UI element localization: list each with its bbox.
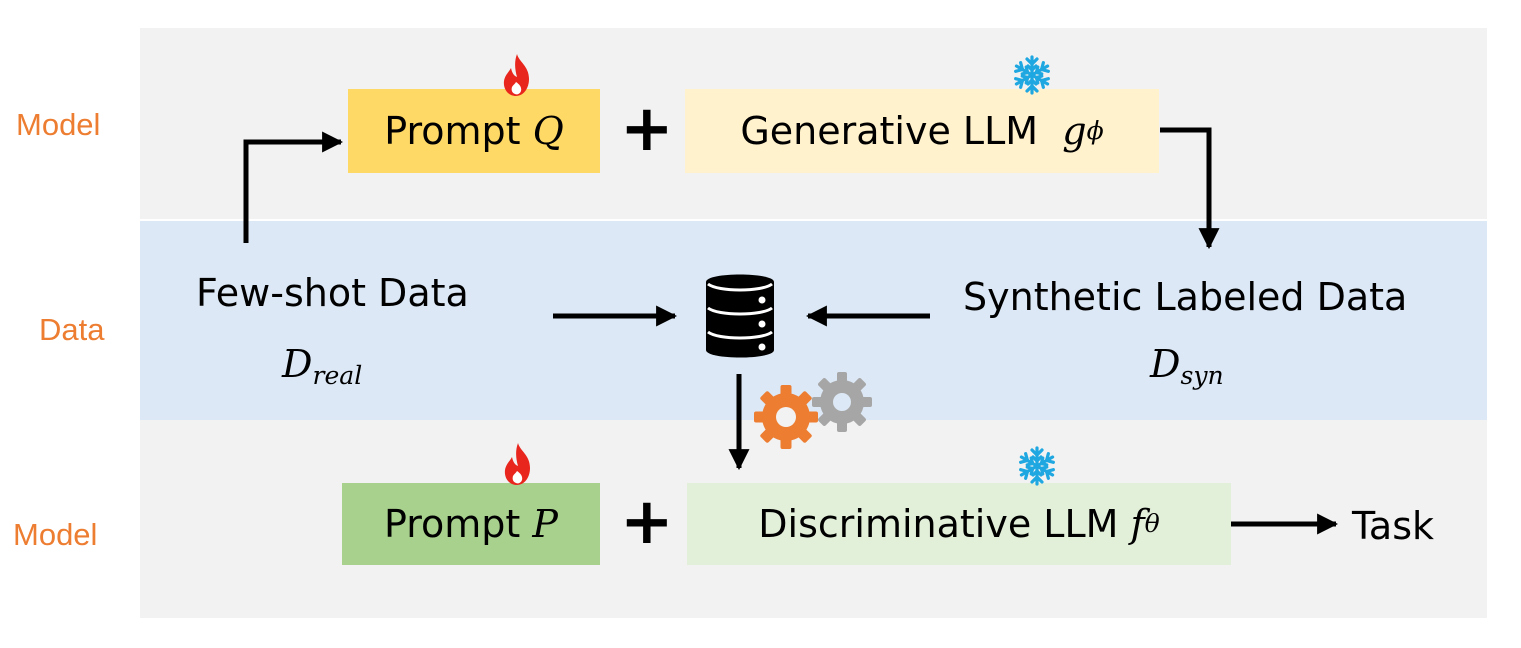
gears-icon xyxy=(754,372,872,449)
discriminative-llm-label: Discriminative LLM xyxy=(758,502,1119,546)
synthetic-data-symbol: Dsyn xyxy=(1150,342,1224,391)
prompt-p-symbol: P xyxy=(532,502,558,546)
snowflake-icon xyxy=(1017,446,1057,486)
plus-sign-bottom: + xyxy=(620,485,674,559)
row-label-data: Data xyxy=(39,312,105,347)
snowflake-icon xyxy=(1012,55,1052,95)
generative-llm-symbol: g xyxy=(1062,109,1087,153)
discriminative-llm-symbol: f xyxy=(1130,502,1145,546)
few-shot-data-subscript: real xyxy=(312,361,363,391)
prompt-p-word: Prompt xyxy=(384,502,521,546)
prompt-q-box: Prompt Q xyxy=(348,89,600,173)
database-icon xyxy=(706,274,774,358)
task-label: Task xyxy=(1352,504,1435,548)
row-label-model-bottom: Model xyxy=(13,517,98,552)
plus-sign-top: + xyxy=(620,92,674,166)
fire-icon xyxy=(503,54,529,96)
prompt-q-symbol: Q xyxy=(532,109,564,153)
fire-icon xyxy=(504,443,530,485)
synthetic-data-title: Synthetic Labeled Data xyxy=(963,275,1408,319)
synthetic-data-subscript: syn xyxy=(1180,361,1224,391)
generative-llm-label: Generative LLM xyxy=(740,109,1039,153)
row-label-model-top: Model xyxy=(16,107,101,142)
prompt-q-word: Prompt xyxy=(384,109,521,153)
few-shot-data-symbol: Dreal xyxy=(282,342,363,391)
prompt-p-box: Prompt P xyxy=(342,483,600,565)
few-shot-data-title: Few-shot Data xyxy=(196,271,469,315)
